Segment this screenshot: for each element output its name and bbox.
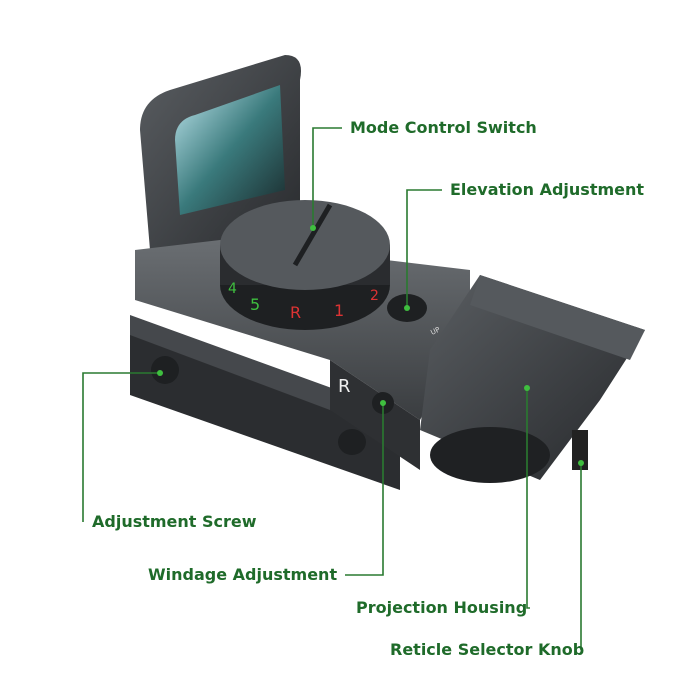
leader-windage	[345, 403, 384, 576]
dial-number: R	[290, 303, 301, 322]
leader-mode-control	[312, 127, 342, 228]
lens-window	[175, 85, 285, 215]
label-adjustment-screw: Adjustment Screw	[92, 512, 257, 531]
up-engraving: UP	[429, 326, 441, 337]
dial-number: 2	[370, 288, 379, 304]
dial-number: 5	[250, 295, 260, 314]
leader-elevation	[406, 189, 442, 308]
label-windage-adjustment: Windage Adjustment	[148, 565, 338, 584]
leader-adjustment-screw	[82, 372, 160, 522]
label-elevation-adjustment: Elevation Adjustment	[450, 180, 645, 199]
label-reticle-selector-knob: Reticle Selector Knob	[390, 640, 585, 659]
label-mode-control-switch: Mode Control Switch	[350, 118, 537, 137]
label-projection-housing: Projection Housing	[356, 598, 528, 617]
adjustment-screw	[151, 356, 179, 384]
leader-lines	[82, 127, 582, 650]
side-letter-engraving: R	[338, 376, 351, 397]
leader-projection	[526, 388, 530, 609]
dial-number: 4	[228, 281, 237, 297]
dial-number: 1	[334, 301, 344, 320]
mount-rail	[130, 330, 400, 490]
